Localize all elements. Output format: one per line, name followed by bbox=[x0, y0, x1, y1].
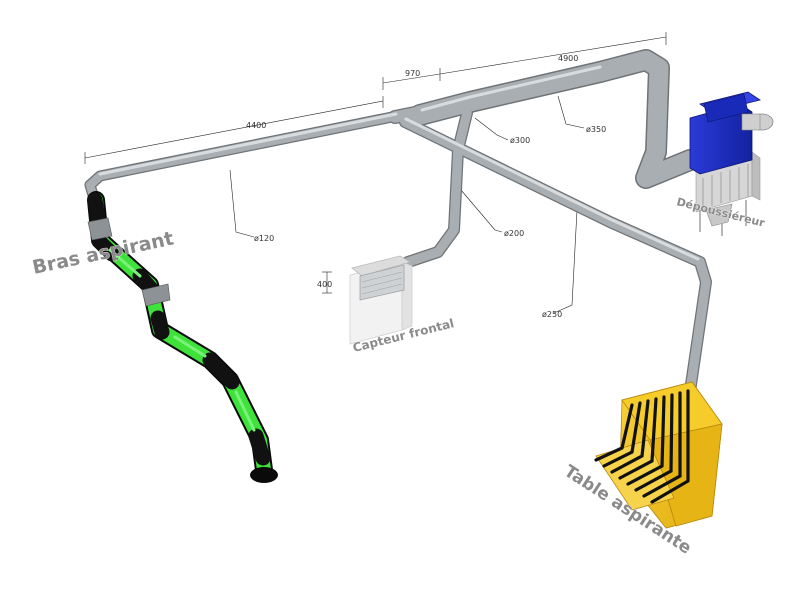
diameter-200: ø200 bbox=[504, 229, 524, 238]
diameter-120: ø120 bbox=[254, 234, 274, 243]
front-hood bbox=[349, 255, 413, 345]
articulated-arm bbox=[87, 191, 273, 479]
diameter-350: ø350 bbox=[586, 125, 606, 134]
diameter-250: ø250 bbox=[542, 310, 562, 319]
dimension-4400: 4400 bbox=[246, 121, 266, 130]
dust-collector bbox=[689, 91, 774, 236]
dimension-4900: 4900 bbox=[558, 54, 578, 63]
arm-hood-icon bbox=[250, 467, 278, 483]
downdraft-table bbox=[594, 381, 723, 529]
dimension-400: 400 bbox=[317, 280, 332, 289]
arm-joint-plates bbox=[87, 217, 171, 307]
diameter-300: ø300 bbox=[510, 136, 530, 145]
dimension-970: 970 bbox=[405, 69, 420, 78]
